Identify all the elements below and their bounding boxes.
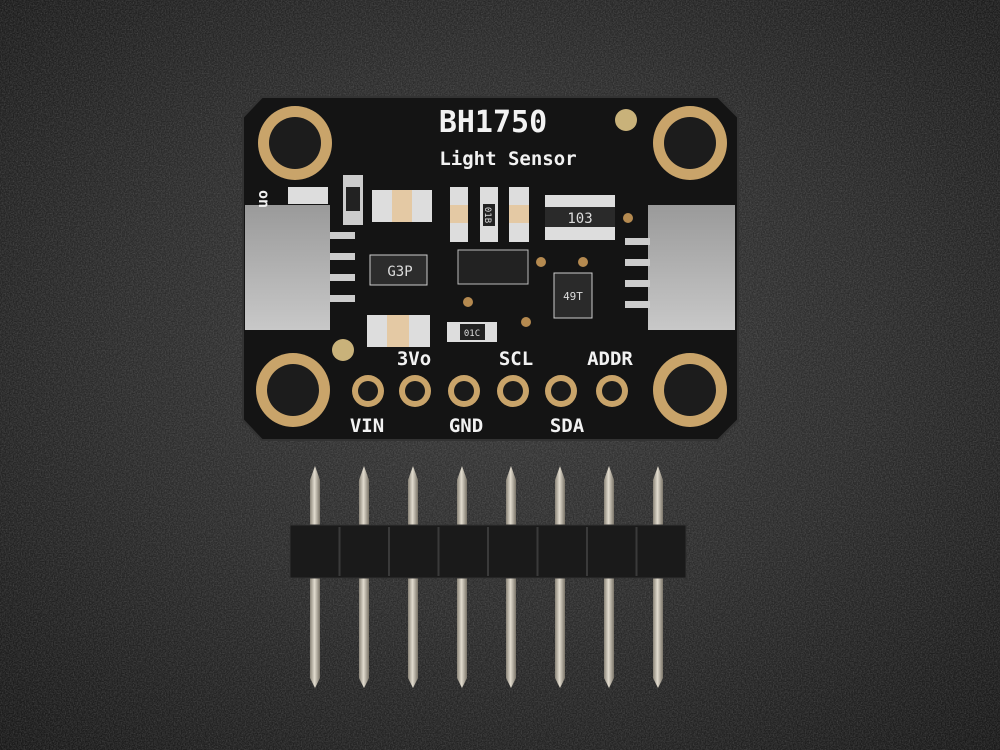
voltage-regulator — [369, 254, 428, 286]
led-label: on — [255, 190, 273, 208]
stemma-connector-right — [625, 205, 735, 330]
regulator-marking: G3P — [387, 264, 412, 280]
board-title: BH1750 — [439, 105, 547, 140]
board-subtitle: Light Sensor — [439, 148, 576, 170]
pin-label-sda: SDA — [550, 415, 585, 437]
power-led — [288, 187, 328, 204]
pin-label-scl: SCL — [499, 348, 533, 370]
pin-label-vin: VIN — [350, 415, 384, 437]
resistor-array-marking: 103 — [567, 211, 592, 227]
bh1750-sensor-chip — [457, 249, 529, 285]
pin-label-addr: ADDR — [587, 348, 633, 370]
fiducial — [332, 339, 354, 361]
mosfet-marking: 49T — [563, 290, 583, 303]
pcb-board: 01B 103 G3P 49T 01C BH1750 Light Sensor … — [242, 96, 739, 441]
fiducial — [615, 109, 637, 131]
pin-header — [289, 466, 687, 688]
resistor-marking: 01B — [482, 207, 492, 223]
resistor-marking: 01C — [464, 329, 480, 339]
pin-label-gnd: GND — [449, 415, 483, 437]
stemma-connector-left — [245, 205, 355, 330]
pin-label-3vo: 3Vo — [397, 348, 431, 370]
